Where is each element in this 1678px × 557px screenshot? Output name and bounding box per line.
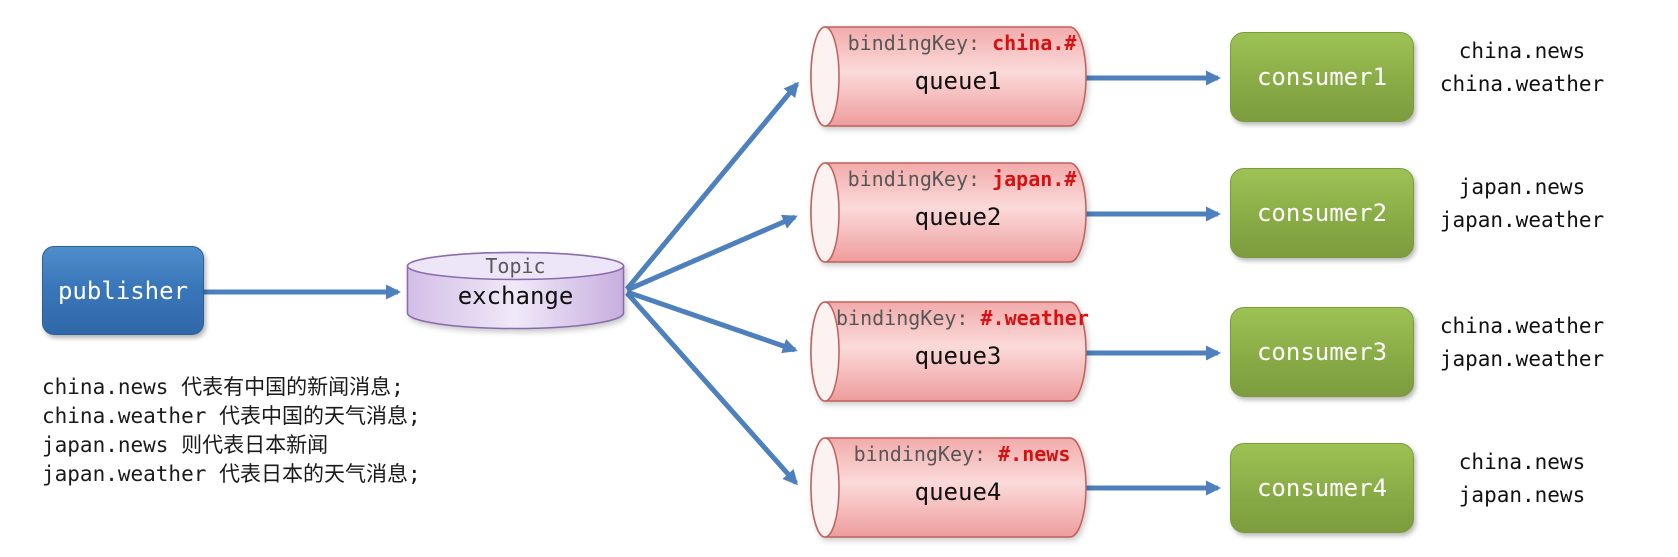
queue4-cylinder-shape — [810, 437, 1087, 538]
consumer1-message-types: china.news china.weather — [1422, 35, 1622, 101]
message-type: japan.news — [1458, 483, 1586, 507]
queue2-node: bindingKey: japan.# queue2 — [810, 161, 1088, 264]
queue1-node: bindingKey: china.# queue1 — [810, 25, 1088, 128]
legend-line: china.weather 代表中国的天气消息; — [42, 404, 421, 428]
queue1-binding: bindingKey: china.# — [836, 31, 1088, 55]
binding-key-label: bindingKey: — [853, 442, 999, 466]
publisher-node: publisher — [42, 246, 204, 335]
binding-key-value: #.news — [998, 442, 1071, 466]
binding-key-label: bindingKey: — [836, 306, 981, 330]
exchange-cylinder-shape — [406, 251, 625, 330]
binding-key-value: japan.# — [992, 167, 1077, 191]
message-type: china.news — [1458, 450, 1586, 474]
message-type: japan.news — [1458, 175, 1586, 199]
consumer4-message-types: china.news japan.news — [1422, 446, 1622, 512]
queue3-node: bindingKey: #.weather queue3 — [810, 300, 1089, 403]
exchange-node: Topic exchange — [406, 251, 625, 331]
message-type: japan.weather — [1439, 208, 1605, 232]
queue4-label: queue4 — [914, 478, 1002, 506]
queue1-cylinder-shape — [810, 26, 1087, 127]
message-type: china.weather — [1439, 314, 1605, 338]
binding-key-value: #.weather — [980, 306, 1089, 330]
consumer3-label: consumer3 — [1256, 338, 1388, 366]
queue4-binding: bindingKey: #.news — [836, 442, 1088, 466]
publisher-label: publisher — [57, 276, 189, 305]
arrow-exchange-to-queue3 — [626, 289, 798, 354]
binding-key-label: bindingKey: — [847, 31, 993, 55]
message-type: china.news — [1458, 39, 1586, 63]
consumer4-label: consumer4 — [1256, 474, 1388, 502]
binding-key-label: bindingKey: — [847, 167, 993, 191]
queue4-node: bindingKey: #.news queue4 — [810, 436, 1088, 539]
exchange-label: exchange — [457, 282, 574, 310]
legend-line: japan.news 则代表日本新闻 — [42, 433, 329, 457]
queue2-label: queue2 — [914, 203, 1002, 231]
queue1-label: queue1 — [914, 67, 1002, 95]
exchange-type-label: Topic — [485, 254, 546, 278]
consumer2-label: consumer2 — [1256, 199, 1388, 227]
routing-key-legend: china.news 代表有中国的新闻消息; china.weather 代表中… — [42, 373, 421, 489]
legend-line: china.news 代表有中国的新闻消息; — [42, 375, 404, 399]
consumer1-node: consumer1 — [1230, 32, 1414, 122]
queue2-binding: bindingKey: japan.# — [836, 167, 1088, 191]
consumer3-node: consumer3 — [1230, 307, 1414, 397]
queue3-cylinder-shape — [810, 301, 1087, 402]
message-type: japan.weather — [1439, 347, 1605, 371]
binding-key-value: china.# — [992, 31, 1077, 55]
consumer2-message-types: japan.news japan.weather — [1422, 171, 1622, 237]
consumer2-node: consumer2 — [1230, 168, 1414, 258]
legend-line: japan.weather 代表日本的天气消息; — [42, 462, 421, 486]
consumer1-label: consumer1 — [1256, 63, 1388, 91]
consumer3-message-types: china.weather japan.weather — [1422, 310, 1622, 376]
arrow-exchange-to-queue1 — [625, 81, 799, 291]
queue2-cylinder-shape — [810, 162, 1087, 263]
queue3-label: queue3 — [914, 342, 1002, 370]
consumer4-node: consumer4 — [1230, 443, 1414, 533]
queue3-binding: bindingKey: #.weather — [836, 306, 1089, 330]
arrow-exchange-to-queue2 — [626, 214, 798, 293]
message-type: china.weather — [1439, 72, 1605, 96]
arrow-exchange-to-queue4 — [625, 291, 798, 486]
